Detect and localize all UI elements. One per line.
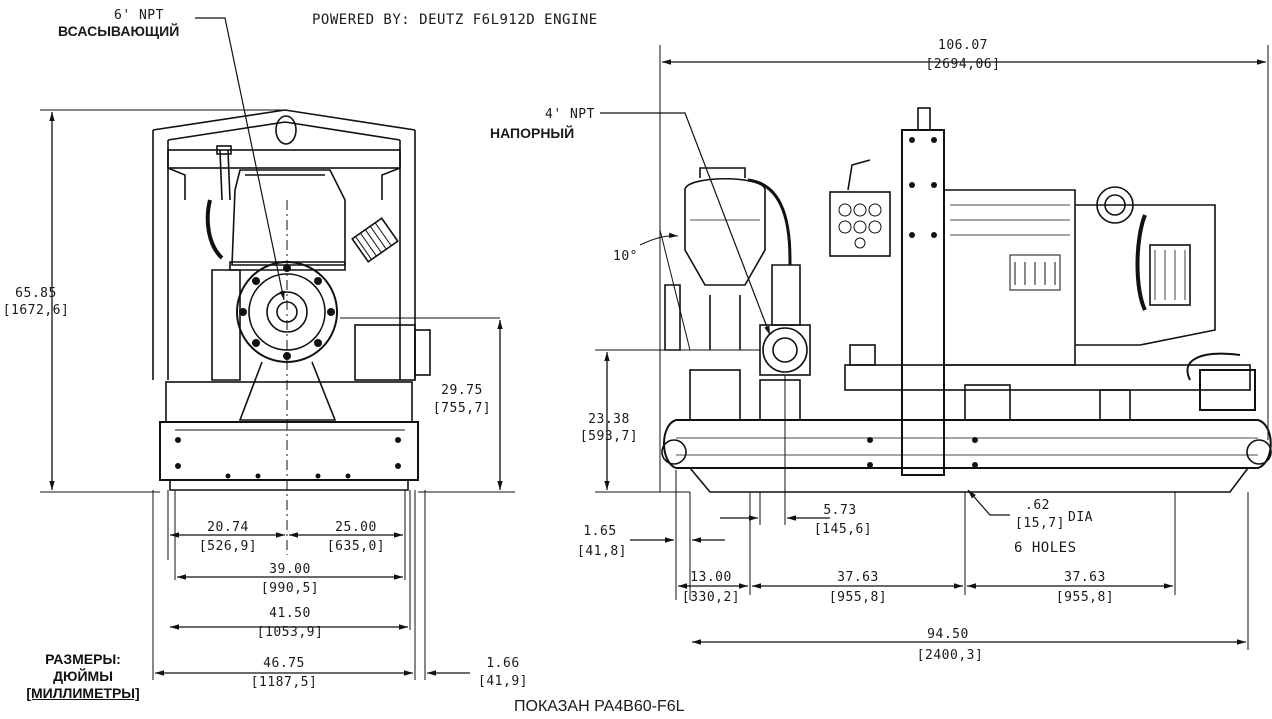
hole-count-label: 6 HOLES (1014, 540, 1077, 556)
width-overall-mm: [1187,5] (250, 675, 318, 690)
right-offset-mm: [635,0] (326, 539, 386, 554)
side-view (659, 107, 1272, 493)
left-offset-mm: [526,9] (198, 539, 258, 554)
end-offset-value: 1.65 (583, 524, 617, 539)
hole-start-value: 13.00 (690, 570, 732, 585)
width-mid-mm: [1053,9] (256, 625, 324, 640)
side-offset-mm: [41,9] (478, 674, 528, 689)
end-offset-mm: [41,8] (577, 544, 627, 559)
width-overall-value: 46.75 (263, 656, 305, 671)
suction-height-value: 29.75 (441, 383, 483, 398)
suction-size-label: 6' NPT (114, 8, 164, 23)
front-view (152, 109, 500, 555)
discharge-offset-value: 5.73 (823, 503, 857, 518)
discharge-height-mm: [593,7] (579, 429, 639, 444)
hole-dia-value: .62 (1025, 498, 1050, 513)
units-legend-mm: [МИЛЛИМЕТРЫ] (26, 685, 140, 701)
suction-height-mm: [755,7] (432, 401, 492, 416)
skid-length-mm: [2400,3] (916, 648, 984, 663)
side-view-dimensions (595, 45, 1269, 650)
overall-height-mm: [1672,6] (2, 303, 70, 318)
side-offset-value: 1.66 (486, 656, 520, 671)
front-view-dimensions (40, 17, 515, 680)
discharge-size-label: 4' NPT (545, 107, 595, 122)
units-legend-inches: ДЮЙМЫ (53, 668, 113, 684)
overall-length-value: 106.07 (938, 38, 988, 53)
overall-height-value: 65.85 (15, 286, 57, 301)
hole-spacing-2-value: 37.63 (1064, 570, 1106, 585)
units-legend-title: РАЗМЕРЫ: (45, 651, 121, 667)
engine-caption: POWERED BY: DEUTZ F6L912D ENGINE (312, 12, 598, 28)
width-inner-mm: [990,5] (260, 581, 320, 596)
discharge-label: НАПОРНЫЙ (490, 125, 575, 141)
hole-dia-suffix: DIA (1068, 510, 1093, 525)
model-caption: ПОКАЗАН PA4B60-F6L (514, 698, 685, 715)
hole-dia-mm: [15,7] (1015, 516, 1065, 531)
width-inner-value: 39.00 (269, 562, 311, 577)
angle-label: 10° (613, 249, 638, 264)
left-offset-value: 20.74 (207, 520, 249, 535)
hole-start-mm: [330,2] (681, 590, 741, 605)
hole-spacing-2-mm: [955,8] (1055, 590, 1115, 605)
hole-spacing-1-mm: [955,8] (828, 590, 888, 605)
right-offset-value: 25.00 (335, 520, 377, 535)
suction-label: ВСАСЫВАЮЩИЙ (58, 23, 180, 39)
skid-length-value: 94.50 (927, 627, 969, 642)
overall-length-mm: [2694,06] (925, 57, 1001, 72)
discharge-height-value: 23.38 (588, 412, 630, 427)
units-legend: РАЗМЕРЫ: ДЮЙМЫ [МИЛЛИМЕТРЫ] (8, 651, 158, 702)
discharge-offset-mm: [145,6] (813, 522, 873, 537)
hole-spacing-1-value: 37.63 (837, 570, 879, 585)
width-mid-value: 41.50 (269, 606, 311, 621)
